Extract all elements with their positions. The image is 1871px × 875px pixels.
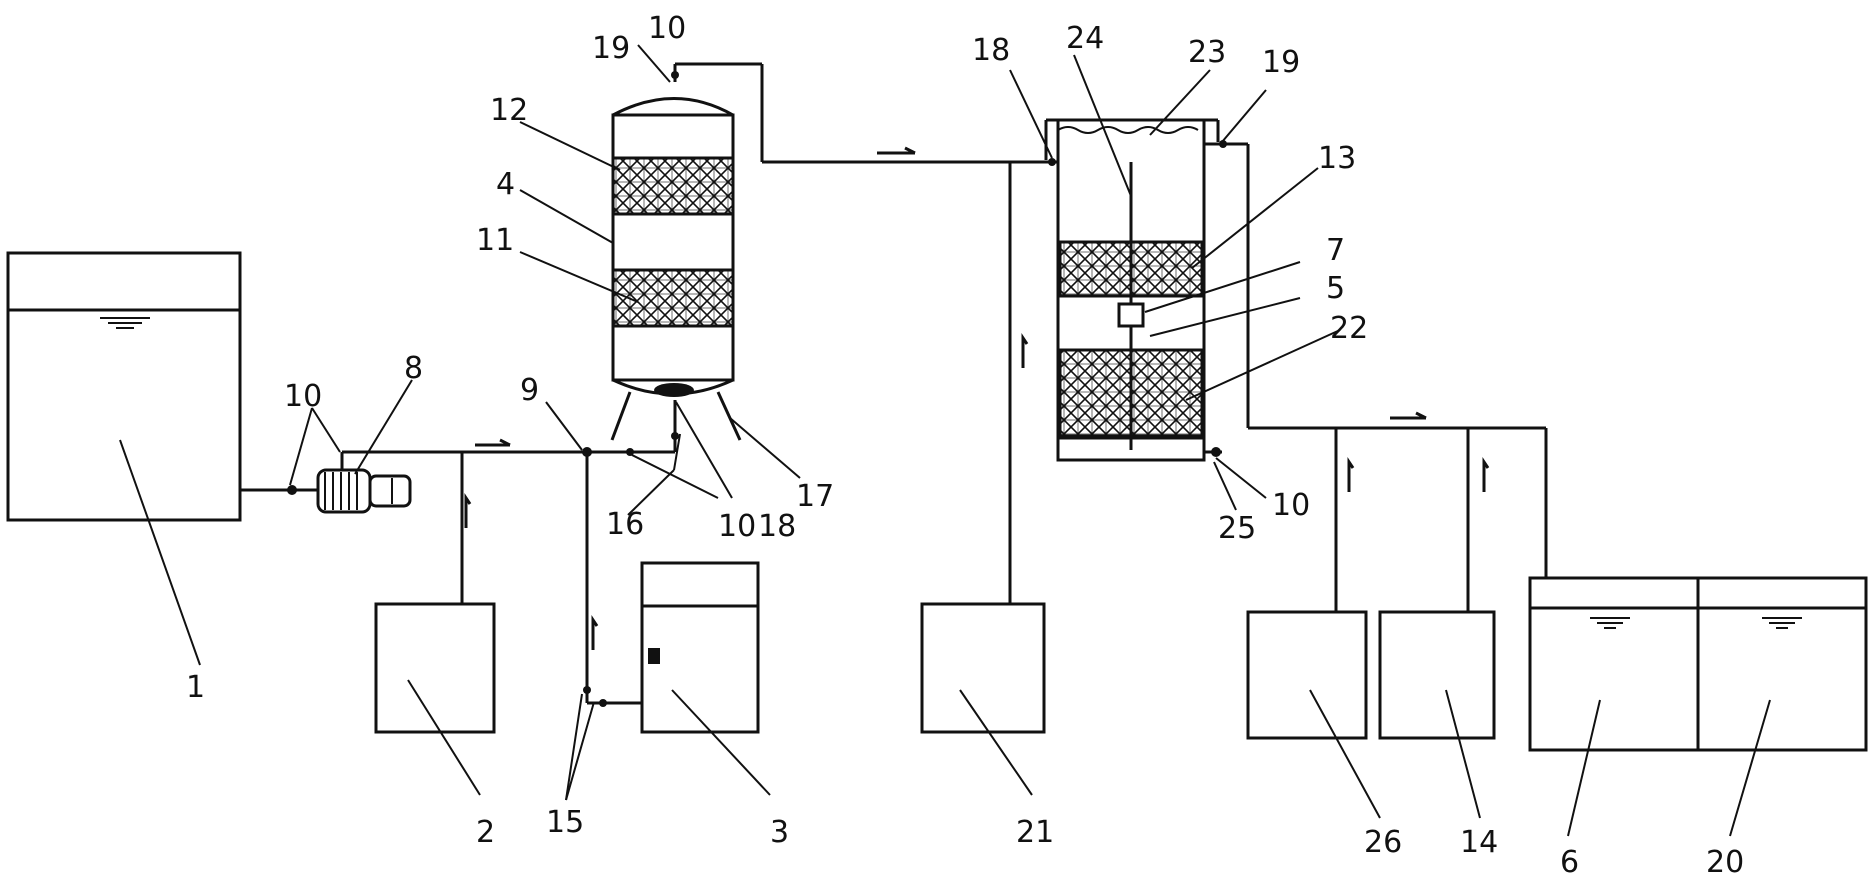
label-18a: 18 xyxy=(758,509,796,544)
label-13: 13 xyxy=(1318,141,1356,176)
label-3: 3 xyxy=(770,815,789,850)
reactor-column xyxy=(1044,118,1220,462)
callout-labels: 1 2 3 4 5 6 7 8 9 10 10 10 10 11 12 13 1… xyxy=(186,11,1744,875)
label-11: 11 xyxy=(476,223,514,258)
label-19a: 19 xyxy=(592,31,630,66)
tank-20 xyxy=(1696,576,1868,752)
label-15: 15 xyxy=(546,805,584,840)
label-17: 17 xyxy=(796,479,834,514)
label-10c: 10 xyxy=(648,11,686,46)
raw-water-tank xyxy=(6,251,242,522)
valve-icon xyxy=(582,432,679,707)
label-26: 26 xyxy=(1364,825,1402,860)
label-6: 6 xyxy=(1560,845,1579,875)
label-19b: 19 xyxy=(1262,45,1300,80)
tank-3 xyxy=(640,561,760,734)
label-5: 5 xyxy=(1326,271,1345,306)
valve-icon xyxy=(287,485,297,495)
label-12: 12 xyxy=(490,93,528,128)
label-1: 1 xyxy=(186,670,205,705)
adsorption-column xyxy=(610,97,742,441)
label-9: 9 xyxy=(520,373,539,408)
tank-26 xyxy=(1246,610,1368,740)
label-2: 2 xyxy=(476,815,495,850)
valve-icon xyxy=(1048,140,1227,457)
label-23: 23 xyxy=(1188,35,1226,70)
tank-21 xyxy=(920,602,1046,734)
label-21: 21 xyxy=(1016,815,1054,850)
water-level-icon xyxy=(100,317,150,329)
leader-lines xyxy=(119,44,1771,837)
label-22: 22 xyxy=(1330,311,1368,346)
label-20: 20 xyxy=(1706,845,1744,875)
label-10a: 10 xyxy=(284,379,322,414)
label-8: 8 xyxy=(404,351,423,386)
label-10b: 10 xyxy=(718,509,756,544)
label-24: 24 xyxy=(1066,21,1104,56)
label-16: 16 xyxy=(606,507,644,542)
label-18b: 18 xyxy=(972,33,1010,68)
tank-6 xyxy=(1528,576,1700,752)
tank-2 xyxy=(374,602,496,734)
label-4: 4 xyxy=(496,167,515,202)
tank-14 xyxy=(1378,610,1496,740)
label-10d: 10 xyxy=(1272,488,1310,523)
valve-icon xyxy=(671,71,679,79)
label-7: 7 xyxy=(1326,233,1345,268)
label-25: 25 xyxy=(1218,511,1256,546)
pump-icon xyxy=(316,468,412,514)
label-14: 14 xyxy=(1460,825,1498,860)
